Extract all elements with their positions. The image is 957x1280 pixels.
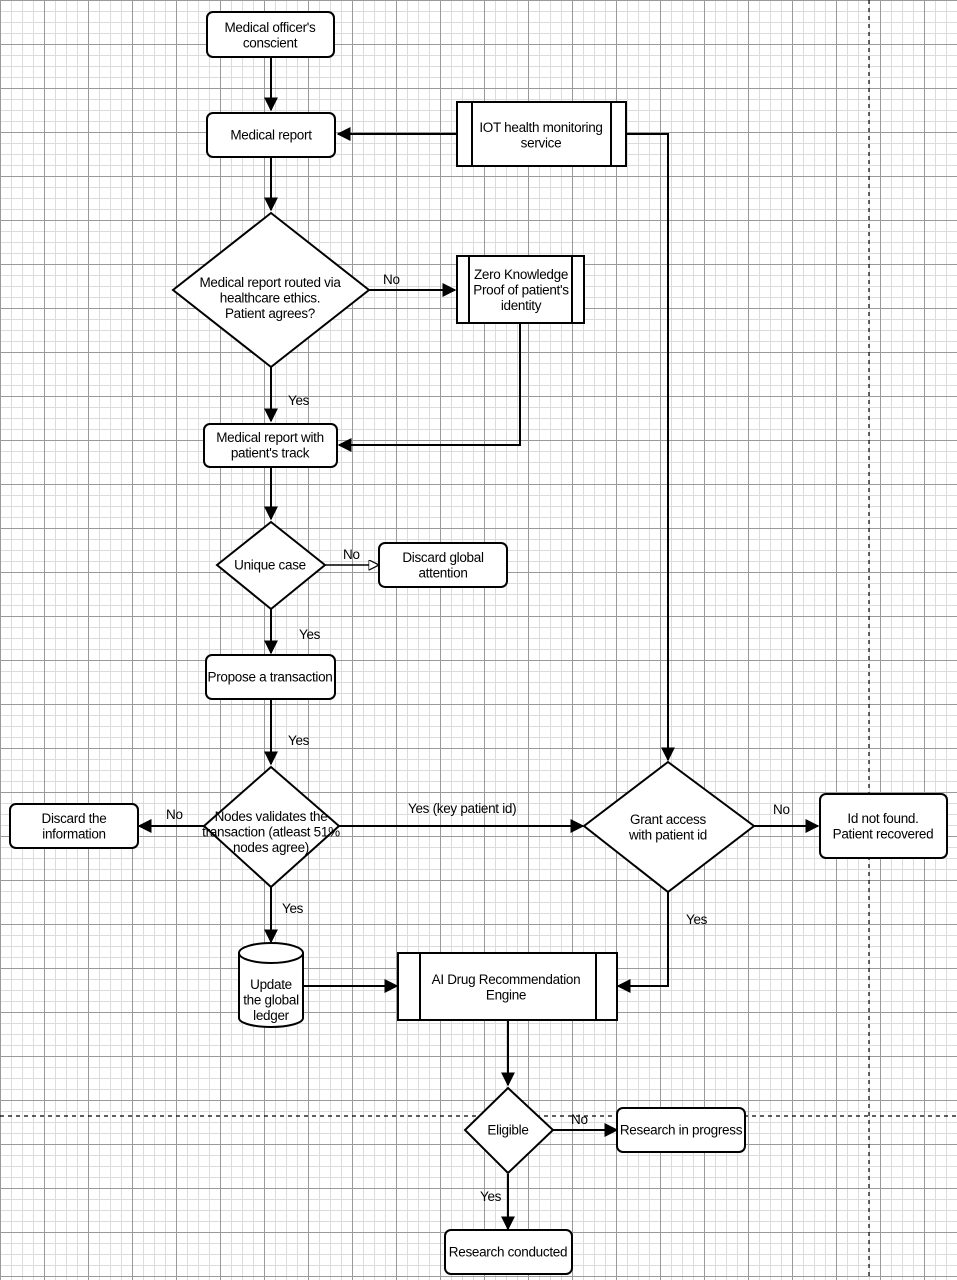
node-text-line: Proof of patient's [473,283,569,298]
node-text-line: Zero Knowledge [474,267,568,282]
node-text-line: Discard the [42,811,107,826]
label-unique-no: No [343,547,360,562]
edge-zk-track [337,324,521,452]
node-text-line: Patient recovered [833,826,934,841]
decision-eligible[interactable]: Eligible [463,1086,555,1175]
edge-iot-grant [626,133,675,762]
node-report-text: Medical report [230,128,312,143]
node-text-line: conscient [243,35,298,50]
node-text-line: ledger [253,1008,290,1023]
node-research-done-text: Research conducted [449,1245,567,1260]
node-research-progress-text: Research in progress [620,1123,743,1138]
label-unique-yes: Yes [299,627,321,642]
node-text-line: Nodes validates the [215,809,328,824]
node-text-line: AI Drug Recommendation [432,972,581,987]
node-text-line: Grant access [630,812,706,827]
node-text-line: with patient id [628,827,707,842]
node-research-progress[interactable]: Research in progress [616,1107,746,1153]
node-text-line: patient's track [231,445,310,460]
node-report[interactable]: Medical report [206,112,336,158]
decision-unique-text: Unique case [234,558,306,573]
node-research-done[interactable]: Research conducted [444,1229,573,1275]
node-text-line: the global [243,993,299,1008]
label-validate-yes: Yes [282,901,304,916]
node-text-line: Eligible [487,1123,528,1138]
label-routed-yes: Yes [288,393,310,408]
label-eligible-yes: Yes [480,1189,502,1204]
node-idnotfound[interactable]: Id not found.Patient recovered [819,793,948,859]
node-text-line: Medical report with [216,430,324,445]
node-text-line: Id not found. [847,811,918,826]
label-validate-no: No [166,807,183,822]
node-text-line: Discard global [402,550,484,565]
node-idnotfound-text: Id not found.Patient recovered [833,811,934,842]
node-text-line: healthcare ethics. [220,291,320,306]
node-text-line: Medical report [230,128,312,143]
node-text-line: identity [501,298,542,313]
node-text-line: Propose a transaction [207,670,332,685]
node-propose[interactable]: Propose a transaction [205,654,336,700]
node-text-line: information [42,826,105,841]
label-propose-yes: Yes [288,733,310,748]
node-text-line: Medical officer's [224,20,316,35]
node-text-line: IOT health monitoring [479,120,602,135]
node-text-line: nodes agree) [233,840,309,855]
node-text-line: Unique case [234,558,306,573]
edge-grant-ai [616,892,669,993]
node-propose-text: Propose a transaction [207,670,332,685]
node-text-line: Patient agrees? [225,306,315,321]
node-text-line: Research conducted [449,1245,567,1260]
label-validate-yes-key: Yes (key patient id) [408,801,516,816]
node-text-line: Engine [486,987,526,1002]
label-grant-yes: Yes [686,912,708,927]
node-text-line: attention [418,565,467,580]
label-grant-no: No [773,802,790,817]
node-text-line: Medical report routed via [199,275,341,290]
label-routed-no: No [383,272,400,287]
node-text-line: transaction (atleast 51% [202,825,340,840]
node-text-line: service [521,135,562,150]
decision-unique[interactable]: Unique case [215,520,327,611]
node-text-line: Research in progress [620,1123,743,1138]
node-text-line: Update [250,977,292,992]
decision-eligible-text: Eligible [487,1123,528,1138]
label-eligible-no: No [571,1112,588,1127]
